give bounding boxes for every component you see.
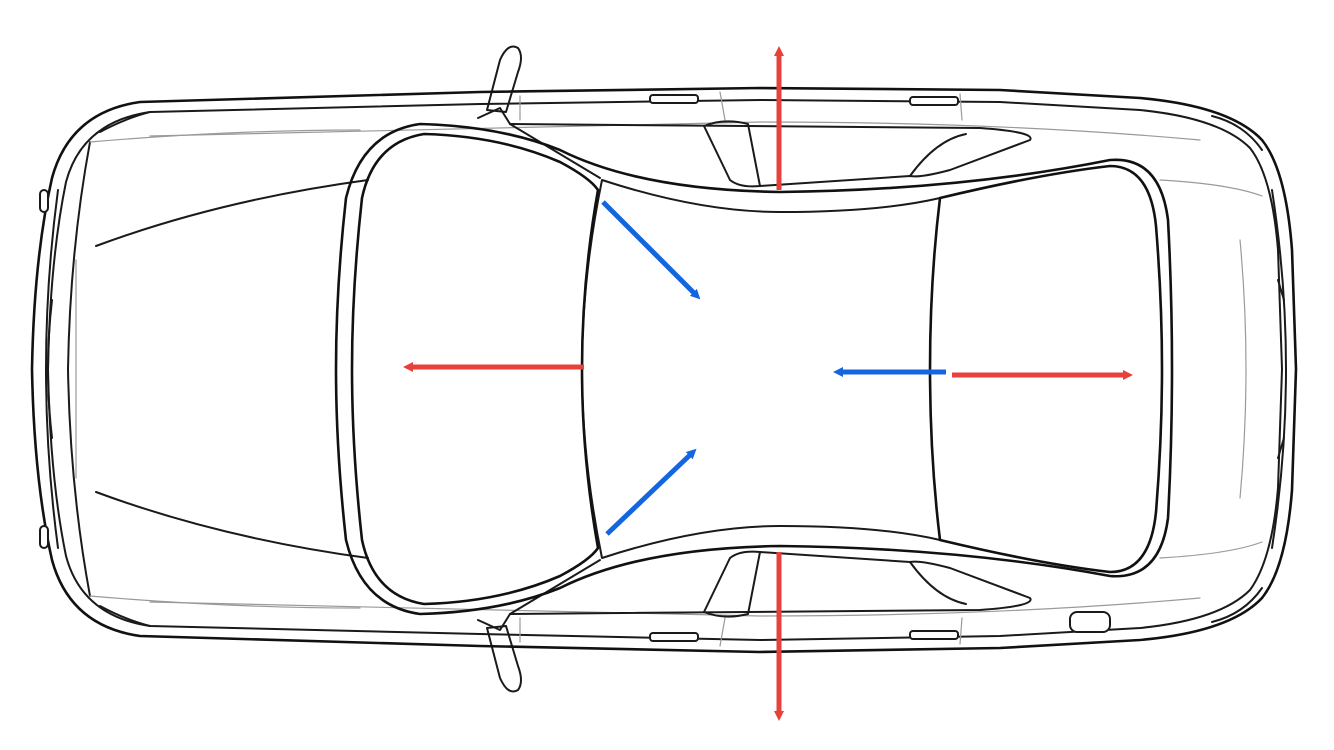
- cabin-outline: [334, 122, 1174, 616]
- force-arrows: [403, 46, 1133, 721]
- rear-window: [928, 164, 1164, 574]
- side-windows-bottom: [509, 550, 1032, 618]
- car-body-outline: [30, 86, 1298, 654]
- rear-bumper: [1211, 115, 1287, 623]
- blue-arrow-up-right: [605, 448, 697, 536]
- car-body-inner-line: [47, 99, 1283, 641]
- windshield: [350, 132, 600, 606]
- trunk: [1159, 179, 1263, 559]
- hood: [75, 129, 369, 609]
- side-mirror-top: [477, 45, 522, 125]
- blue-arrow-down-right: [601, 200, 701, 300]
- door-handles: [649, 94, 959, 642]
- side-windows-top: [509, 120, 1032, 188]
- side-mirror-bottom: [477, 613, 522, 693]
- fuel-door: [1069, 611, 1111, 633]
- front-bumper: [39, 111, 151, 627]
